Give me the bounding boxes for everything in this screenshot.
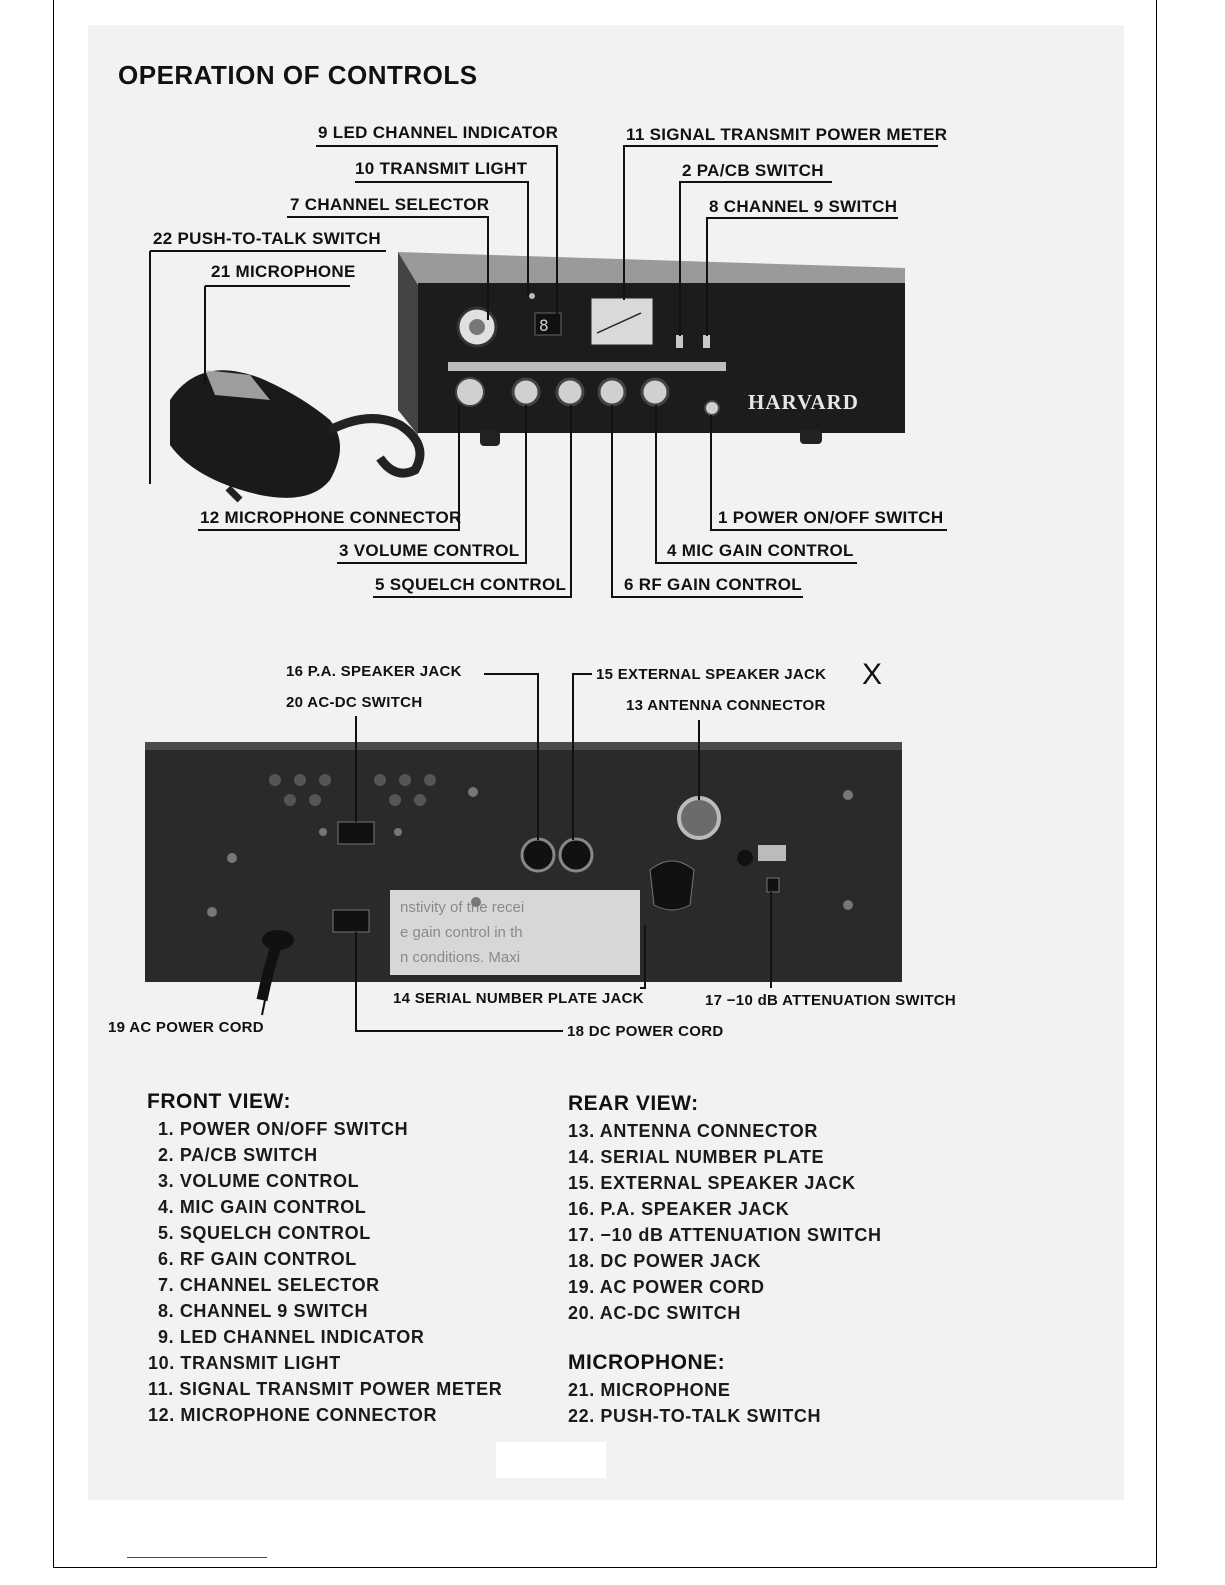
- list-item: 1. POWER ON/OFF SWITCH: [158, 1119, 409, 1139]
- transmit-light: [529, 293, 535, 299]
- list-item: 14. SERIAL NUMBER PLATE: [568, 1147, 825, 1167]
- callout-external-speaker-jack: 15 EXTERNAL SPEAKER JACK: [596, 666, 827, 683]
- serial-number-plate: [390, 890, 640, 975]
- front-radio-illustration: 8 HARVARD: [398, 252, 905, 446]
- list-item: 18. DC POWER JACK: [568, 1251, 762, 1271]
- list-item: 6. RF GAIN CONTROL: [158, 1249, 357, 1269]
- list-item: 22. PUSH-TO-TALK SWITCH: [568, 1406, 822, 1426]
- list-item: 20. AC-DC SWITCH: [568, 1303, 741, 1323]
- list-item: 8. CHANNEL 9 SWITCH: [158, 1301, 369, 1321]
- microphone-illustration: [170, 370, 425, 503]
- ac-dc-switch: [337, 821, 375, 845]
- external-speaker-jack: [558, 837, 594, 873]
- page-frame: [53, 0, 1157, 1568]
- list-item: 19. AC POWER CORD: [568, 1277, 765, 1297]
- callout-ac-dc-switch: 20 AC-DC SWITCH: [286, 694, 423, 711]
- list-item: 15. EXTERNAL SPEAKER JACK: [568, 1173, 856, 1193]
- svg-text:n conditions. Maxi: n conditions. Maxi: [400, 949, 520, 966]
- rear-view-list: 13. ANTENNA CONNECTOR 14. SERIAL NUMBER …: [568, 1118, 882, 1326]
- footer-link-underline: [127, 1557, 267, 1558]
- list-item: 5. SQUELCH CONTROL: [158, 1223, 371, 1243]
- callout-mic-gain-control: 4 MIC GAIN CONTROL: [667, 541, 854, 560]
- list-item: 12. MICROPHONE CONNECTOR: [148, 1405, 438, 1425]
- callout-serial-number-plate-jack: 14 SERIAL NUMBER PLATE JACK: [393, 990, 644, 1007]
- front-view-list: 1. POWER ON/OFF SWITCH 2. PA/CB SWITCH 3…: [148, 1116, 502, 1428]
- callout-transmit-light: 10 TRANSMIT LIGHT: [355, 159, 528, 178]
- callout-channel-9-switch: 8 CHANNEL 9 SWITCH: [709, 197, 898, 216]
- callout-signal-transmit-power-meter: 11 SIGNAL TRANSMIT POWER METER: [626, 125, 948, 144]
- list-item: 13. ANTENNA CONNECTOR: [568, 1121, 818, 1141]
- page-title: OPERATION OF CONTROLS: [118, 60, 478, 90]
- page-bottom-rule: [53, 1567, 1157, 1568]
- callout-pa-cb-switch: 2 PA/CB SWITCH: [682, 161, 824, 180]
- blank-patch: [496, 1442, 606, 1478]
- attenuation-label: [758, 845, 786, 861]
- callout-rf-gain-control: 6 RF GAIN CONTROL: [624, 575, 802, 594]
- svg-text:e gain control in th: e gain control in th: [400, 924, 523, 941]
- pa-speaker-jack: [520, 837, 556, 873]
- list-item: 16. P.A. SPEAKER JACK: [568, 1199, 790, 1219]
- callout-pa-speaker-jack: 16 P.A. SPEAKER JACK: [286, 663, 462, 680]
- callout-channel-selector: 7 CHANNEL SELECTOR: [290, 195, 490, 214]
- callout-power-on-off-switch: 1 POWER ON/OFF SWITCH: [718, 508, 944, 527]
- microphone-heading: MICROPHONE:: [568, 1351, 726, 1374]
- front-leader-lines: [149, 145, 947, 598]
- callout-volume-control: 3 VOLUME CONTROL: [339, 541, 520, 560]
- dc-power-jack: [332, 909, 370, 933]
- list-item: 7. CHANNEL SELECTOR: [158, 1275, 380, 1295]
- list-item: 21. MICROPHONE: [568, 1380, 731, 1400]
- list-item: 3. VOLUME CONTROL: [158, 1171, 360, 1191]
- rear-view-heading: REAR VIEW:: [568, 1092, 699, 1115]
- rear-leader-lines: [261, 673, 772, 1032]
- antenna-connector: [677, 796, 721, 840]
- callout-squelch-control: 5 SQUELCH CONTROL: [375, 575, 567, 594]
- list-item: 10. TRANSMIT LIGHT: [148, 1353, 341, 1373]
- front-view-heading: FRONT VIEW:: [147, 1090, 291, 1113]
- rear-radio-illustration: nstivity of the recei e gain control in …: [145, 742, 902, 1002]
- callout-attenuation-switch: 17 −10 dB ATTENUATION SWITCH: [705, 992, 957, 1009]
- callout-ac-power-cord: 19 AC POWER CORD: [108, 1019, 264, 1036]
- callout-dc-power-cord: 18 DC POWER CORD: [567, 1023, 724, 1040]
- callout-led-channel-indicator: 9 LED CHANNEL INDICATOR: [318, 123, 559, 142]
- list-item: 11. SIGNAL TRANSMIT POWER METER: [148, 1379, 503, 1399]
- svg-text:8: 8: [539, 316, 549, 335]
- x-mark: X: [862, 658, 882, 691]
- list-item: 2. PA/CB SWITCH: [158, 1145, 318, 1165]
- list-item: 4. MIC GAIN CONTROL: [158, 1197, 367, 1217]
- svg-text:nstivity of the recei: nstivity of the recei: [400, 899, 524, 916]
- knob-label-strip: [448, 362, 726, 371]
- callout-microphone-connector: 12 MICROPHONE CONNECTOR: [200, 508, 462, 527]
- microphone-list: 21. MICROPHONE 22. PUSH-TO-TALK SWITCH: [568, 1377, 821, 1429]
- list-item: 9. LED CHANNEL INDICATOR: [158, 1327, 425, 1347]
- svg-text:HARVARD: HARVARD: [748, 390, 859, 414]
- callout-push-to-talk-switch: 22 PUSH-TO-TALK SWITCH: [153, 229, 381, 248]
- callout-antenna-connector: 13 ANTENNA CONNECTOR: [626, 697, 826, 714]
- callout-microphone: 21 MICROPHONE: [211, 262, 356, 281]
- list-item: 17. −10 dB ATTENUATION SWITCH: [568, 1225, 882, 1245]
